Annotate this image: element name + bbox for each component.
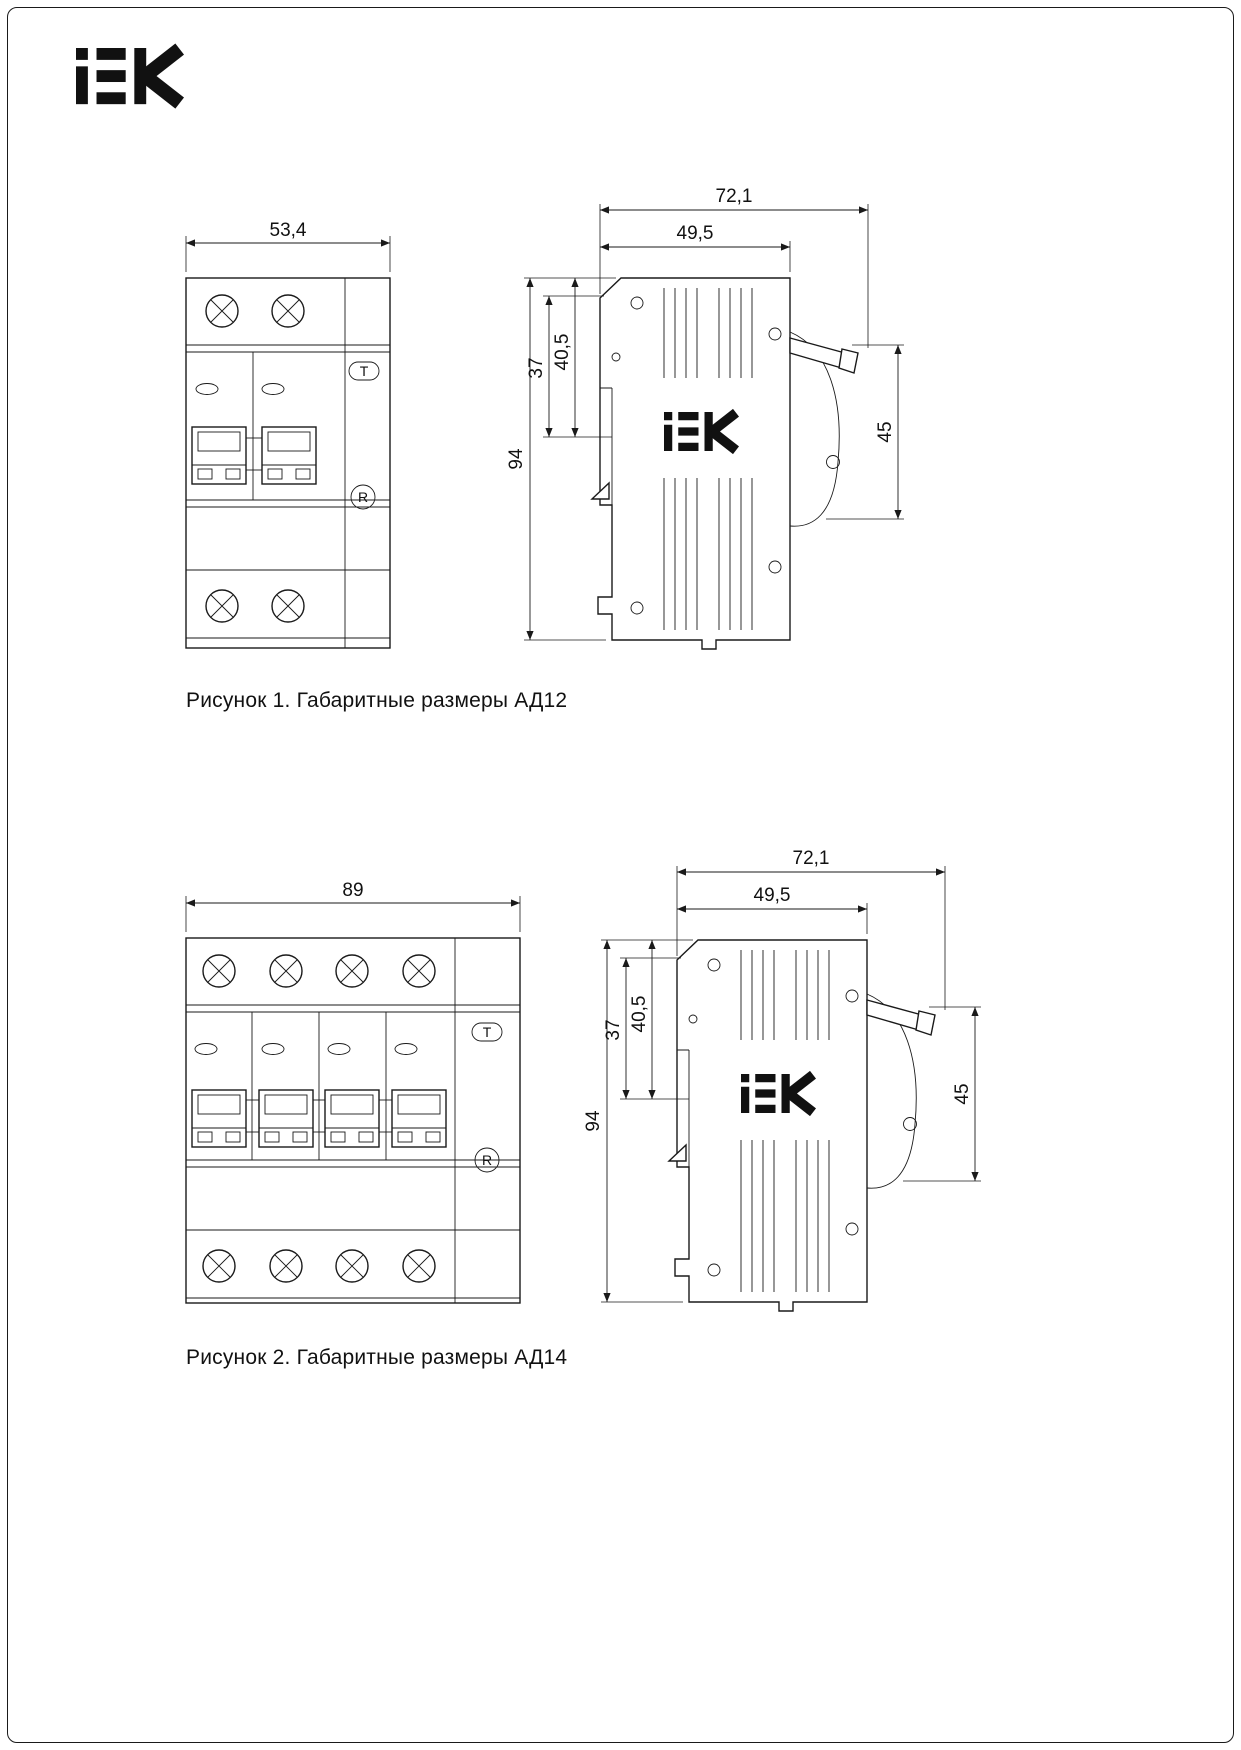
lever-pivot xyxy=(903,1117,917,1131)
reset-button: R xyxy=(474,1147,500,1173)
fig2-front-panel-lines xyxy=(186,1004,520,1299)
toggle-lever xyxy=(391,1089,447,1148)
terminal-screw xyxy=(335,954,369,988)
indicator-window xyxy=(394,1043,418,1055)
toggle-lever xyxy=(191,1089,247,1148)
rivet xyxy=(611,352,621,362)
rivet xyxy=(845,1222,859,1236)
lever-tie-bar xyxy=(245,437,263,471)
toggle-lever xyxy=(261,426,317,485)
terminal-screw xyxy=(402,954,436,988)
fig1-dim-offset-b: 37 xyxy=(526,357,547,378)
rivet xyxy=(630,296,644,310)
fig1-side-body xyxy=(597,277,791,650)
fig1-dim-height: 94 xyxy=(506,448,527,470)
indicator-window xyxy=(195,383,219,395)
terminal-screw xyxy=(402,1249,436,1283)
reset-button-label: R xyxy=(482,1152,492,1168)
lever-tie-bar xyxy=(245,1099,260,1133)
fig2-front-dimensions: 89 xyxy=(185,880,521,932)
figure1-caption: Рисунок 1. Габаритные размеры АД12 xyxy=(186,689,568,712)
fig1-dim-handle-height: 45 xyxy=(875,421,896,442)
din-rail-recess xyxy=(677,1049,690,1259)
lever-tie-bar xyxy=(378,1099,393,1133)
lever-pivot xyxy=(826,455,840,469)
test-button-label: T xyxy=(483,1024,492,1040)
indicator-window xyxy=(327,1043,351,1055)
vent-slats-upper xyxy=(663,288,753,378)
release-arrow-icon xyxy=(667,1143,687,1162)
fig1-front-dimensions: 53,4 xyxy=(185,220,391,272)
fig1-side-dimensions: 72,1 49,5 94 40,5 37 45 xyxy=(506,186,904,641)
toggle-lever xyxy=(191,426,247,485)
terminal-screw xyxy=(269,1249,303,1283)
iek-logo xyxy=(76,48,180,104)
handle xyxy=(866,999,923,1032)
terminal-screw xyxy=(202,1249,236,1283)
toggle-lever xyxy=(324,1089,380,1148)
fig2-front-width-label: 89 xyxy=(342,880,363,901)
reset-button-label: R xyxy=(358,489,368,505)
vent-slats-lower xyxy=(740,1140,830,1292)
indicator-window xyxy=(261,1043,285,1055)
fig2-front-pole-dividers xyxy=(251,1012,387,1160)
test-button-label: T xyxy=(360,363,369,379)
indicator-window xyxy=(261,383,285,395)
figure2-caption: Рисунок 2. Габаритные размеры АД14 xyxy=(186,1346,568,1369)
lever-tie-bar xyxy=(312,1099,326,1133)
fig2-side-body xyxy=(674,939,868,1312)
terminal-screw xyxy=(269,954,303,988)
fig1-front-view: 53,4 T R xyxy=(185,220,391,649)
fig1-front-width-label: 53,4 xyxy=(270,220,307,241)
rivet xyxy=(630,601,644,615)
terminal-screw xyxy=(335,1249,369,1283)
handle-tip xyxy=(838,348,859,374)
fig2-dim-handle-height: 45 xyxy=(952,1083,973,1104)
terminal-screw xyxy=(205,294,239,328)
handle xyxy=(789,337,846,370)
test-button: T xyxy=(348,361,380,381)
fig1-front-panel-lines xyxy=(186,344,390,639)
reset-button: R xyxy=(350,484,376,510)
fig2-front-view: 89 T xyxy=(185,880,521,1304)
fig2-side-view: 72,1 49,5 94 40,5 37 45 xyxy=(583,848,981,1312)
release-arrow-icon xyxy=(590,481,610,500)
toggle-lever xyxy=(258,1089,314,1148)
rivet xyxy=(845,989,859,1003)
fig1-side-view: 72,1 49,5 94 40,5 37 45 xyxy=(506,186,904,650)
test-button: T xyxy=(471,1022,503,1042)
fig1-dim-offset-a: 40,5 xyxy=(552,334,573,371)
fig2-side-dimensions: 72,1 49,5 94 40,5 37 45 xyxy=(583,848,981,1303)
din-rail-recess xyxy=(600,387,613,597)
fig1-dim-overall-width: 72,1 xyxy=(716,186,753,207)
rivet xyxy=(688,1014,698,1024)
fig2-dim-overall-width: 72,1 xyxy=(793,848,830,869)
rivet xyxy=(768,560,782,574)
indicator-window xyxy=(194,1043,218,1055)
rivet xyxy=(707,1263,721,1277)
terminal-screw xyxy=(202,954,236,988)
fig2-dim-offset-a: 40,5 xyxy=(629,996,650,1033)
rivet xyxy=(768,327,782,341)
vent-slats-upper xyxy=(740,950,830,1040)
terminal-screw xyxy=(205,589,239,623)
fig2-dim-height: 94 xyxy=(583,1110,604,1132)
terminal-screw xyxy=(271,589,305,623)
vent-slats-lower xyxy=(663,478,753,630)
fig1-dim-body-width: 49,5 xyxy=(677,223,714,244)
rivet xyxy=(707,958,721,972)
fig2-dim-body-width: 49,5 xyxy=(754,885,791,906)
handle-tip xyxy=(915,1010,936,1036)
terminal-screw xyxy=(271,294,305,328)
fig2-dim-offset-b: 37 xyxy=(603,1019,624,1040)
